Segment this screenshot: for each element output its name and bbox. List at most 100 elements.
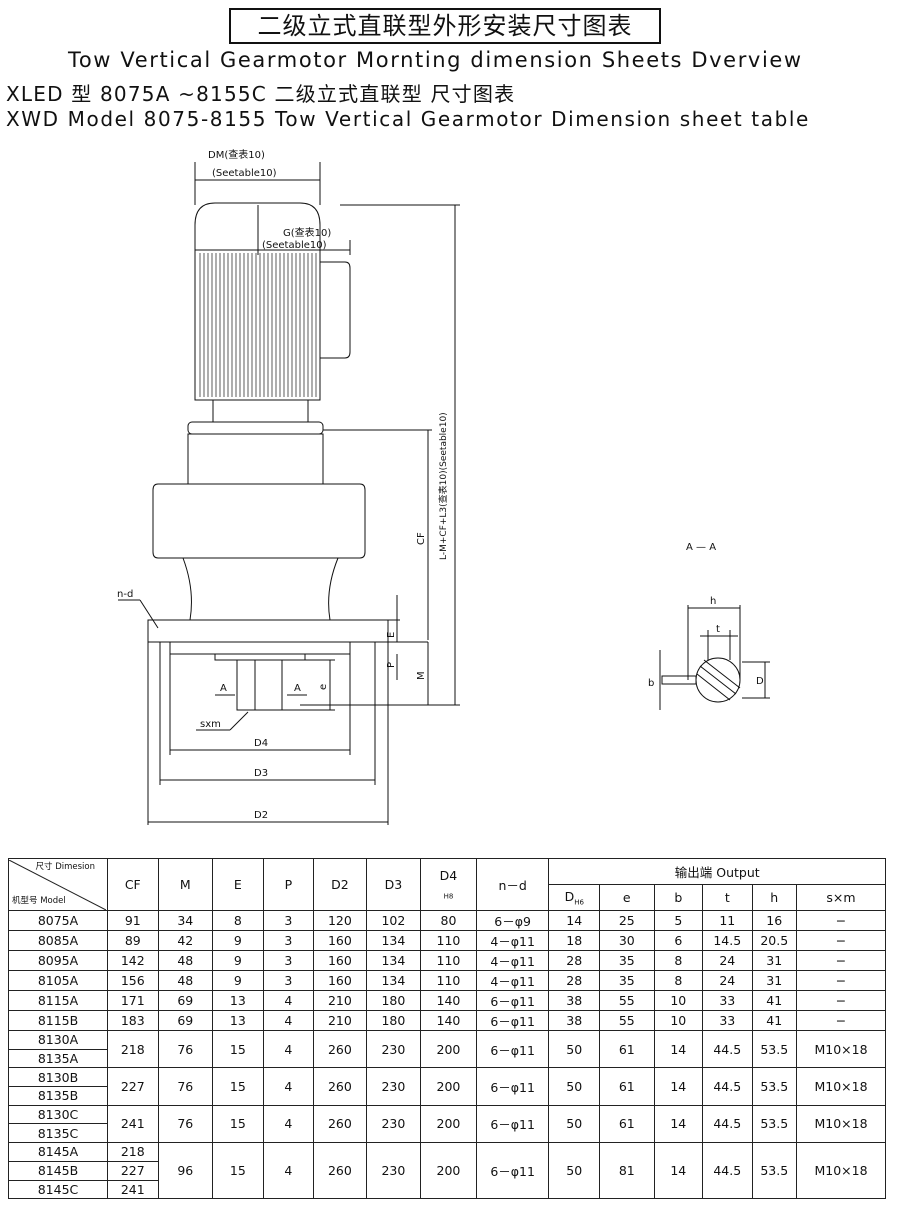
- cell-nd: 6－φ9: [475, 910, 550, 931]
- cell-cf: 241: [107, 1179, 159, 1200]
- cell-cf: 227: [107, 1160, 159, 1181]
- col-dh: DH6: [548, 884, 600, 911]
- gearmotor-drawing: DM(查表10) (Seetable10) G(查表10) (Seetable1…: [117, 148, 770, 825]
- cell-dh: 50: [548, 1029, 600, 1069]
- cell-cf: 241: [107, 1104, 159, 1144]
- col-sxm: s×m: [795, 884, 887, 911]
- cell-d3: 102: [365, 910, 422, 931]
- cell-p: 3: [262, 950, 315, 971]
- cell-b: 6: [653, 930, 704, 951]
- cell-d4: 140: [420, 1010, 477, 1031]
- model-cell: 8130B: [7, 1067, 109, 1088]
- cell-nd: 6－φ11: [475, 1142, 550, 1200]
- cell-nd: 4－φ11: [475, 930, 550, 951]
- cell-m: 42: [157, 930, 214, 951]
- cell-sxm: M10×18: [795, 1029, 887, 1069]
- model-cell: 8075A: [7, 910, 109, 931]
- cell-b: 8: [653, 950, 704, 971]
- cell-d2: 120: [313, 910, 367, 931]
- section-a-right: A: [294, 683, 301, 694]
- nd-label: n-d: [117, 589, 133, 600]
- cell-d2: 260: [313, 1029, 367, 1069]
- cell-d4: 110: [420, 930, 477, 951]
- model-cell: 8145A: [7, 1142, 109, 1162]
- d2-label: D2: [254, 810, 268, 821]
- t-label: t: [716, 624, 720, 635]
- cell-h: 53.5: [751, 1067, 797, 1106]
- cell-d2: 260: [313, 1142, 367, 1200]
- cell-p: 4: [262, 1067, 315, 1106]
- cell-oe: 30: [599, 930, 655, 951]
- model-cell: 8135B: [7, 1086, 109, 1106]
- model-range-line-cn: XLED 型 8075A ~8155C 二级立式直联型 尺寸图表: [6, 82, 516, 106]
- b-label: b: [648, 678, 654, 689]
- cell-d3: 180: [365, 1010, 422, 1031]
- cell-dh: 50: [548, 1142, 600, 1200]
- cell-p: 4: [262, 1142, 315, 1200]
- cell-sxm: M10×18: [795, 1067, 887, 1106]
- cell-e: 15: [212, 1029, 264, 1069]
- cell-nd: 6－φ11: [475, 1067, 550, 1106]
- cell-oe: 35: [599, 970, 655, 991]
- cell-p: 4: [262, 1029, 315, 1069]
- cell-t: 24: [702, 950, 753, 971]
- col-cf: CF: [107, 858, 159, 911]
- cell-b: 10: [653, 990, 704, 1011]
- cell-m: 76: [157, 1029, 214, 1069]
- col-h: h: [751, 884, 797, 911]
- cell-m: 76: [157, 1104, 214, 1144]
- model-cell: 8115B: [7, 1010, 109, 1031]
- cell-t: 44.5: [702, 1142, 753, 1200]
- model-cell: 8115A: [7, 990, 109, 1011]
- model-cell: 8135A: [7, 1048, 109, 1069]
- model-cell: 8130A: [7, 1030, 109, 1050]
- cell-d4: 200: [420, 1104, 477, 1144]
- cell-oe: 35: [599, 950, 655, 971]
- cell-d2: 260: [313, 1104, 367, 1144]
- cell-dh: 28: [548, 970, 600, 991]
- cell-d4: 200: [420, 1142, 477, 1200]
- cell-dh: 14: [548, 910, 600, 931]
- cell-d2: 160: [313, 970, 367, 991]
- cell-d4: 200: [420, 1067, 477, 1106]
- cell-t: 44.5: [702, 1067, 753, 1106]
- m-label: M: [416, 671, 427, 680]
- cell-d3: 230: [365, 1029, 422, 1069]
- col-d3: D3: [365, 858, 422, 911]
- cell-sxm: M10×18: [795, 1104, 887, 1144]
- corner-bottom-label: 机型号 Model: [12, 895, 66, 906]
- cell-b: 14: [653, 1104, 704, 1144]
- cell-h: 20.5: [751, 930, 797, 951]
- cell-cf: 91: [107, 910, 159, 931]
- cell-cf: 183: [107, 1010, 159, 1031]
- cell-h: 53.5: [751, 1029, 797, 1069]
- cell-sxm: −: [795, 910, 887, 931]
- col-e: E: [212, 858, 264, 911]
- cell-nd: 6－φ11: [475, 1104, 550, 1144]
- cell-m: 69: [157, 990, 214, 1011]
- cell-oe: 55: [599, 990, 655, 1011]
- cell-h: 41: [751, 990, 797, 1011]
- cell-cf: 156: [107, 970, 159, 991]
- model-cell: 8145C: [7, 1179, 109, 1200]
- cell-d2: 260: [313, 1067, 367, 1106]
- cell-cf: 171: [107, 990, 159, 1011]
- cell-oe: 81: [599, 1142, 655, 1200]
- col-nd: n－d: [475, 858, 550, 911]
- cell-t: 11: [702, 910, 753, 931]
- corner-top-label: 尺寸 Dimesion: [35, 861, 96, 872]
- english-title-line: Tow Vertical Gearmotor Mornting dimensio…: [68, 48, 803, 72]
- cell-oe: 61: [599, 1029, 655, 1069]
- sxm-label: sxm: [200, 719, 221, 730]
- model-cell: 8095A: [7, 950, 109, 971]
- d3-label: D3: [254, 768, 268, 779]
- output-group-header: 输出端 Output: [548, 858, 886, 885]
- cell-e: 9: [212, 970, 264, 991]
- cell-d2: 210: [313, 990, 367, 1011]
- cell-dh: 28: [548, 950, 600, 971]
